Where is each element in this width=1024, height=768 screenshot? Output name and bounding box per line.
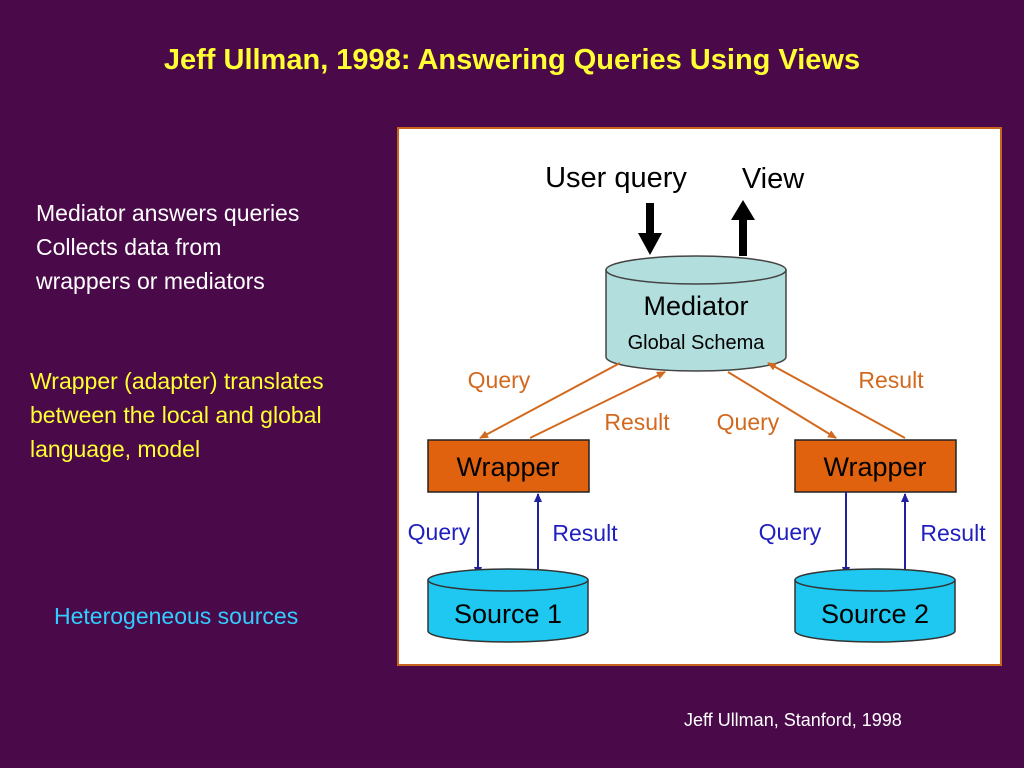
slide-title: Jeff Ullman, 1998: Answering Queries Usi… (163, 44, 861, 76)
wrapper-note-line: between the local and global (30, 402, 322, 428)
source2-query-label: Query (759, 519, 822, 545)
view-label: View (742, 163, 805, 195)
user-query-label: User query (545, 162, 687, 194)
source1-cylinder (427, 568, 589, 643)
mediator-cylinder (605, 255, 787, 372)
wrapper-notes: Wrapper (adapter) translates between the… (30, 364, 324, 466)
source2-result-label: Result (920, 520, 986, 546)
source1-label: Source 1 (454, 599, 562, 629)
view-arrow (731, 200, 755, 256)
mediator-note-line: Collects data from (36, 234, 222, 260)
result-label-right: Result (858, 367, 924, 393)
query-arrow-right (727, 371, 837, 439)
source1-result-label: Result (552, 520, 618, 546)
result-label-left: Result (604, 409, 670, 435)
wrapper-box-right (794, 439, 957, 493)
heterogeneous-sources-note: Heterogeneous sources (54, 603, 299, 629)
user-query-arrow (638, 203, 662, 255)
wrapper-box-left (427, 439, 590, 493)
mediator-notes: Mediator answers queries Collects data f… (36, 196, 299, 298)
result-arrow-right (767, 362, 906, 439)
query-label-right: Query (717, 409, 780, 435)
wrapper-label-right: Wrapper (823, 452, 926, 482)
source1-query-label: Query (408, 519, 471, 545)
source2-cylinder (794, 568, 956, 643)
result-arrow-left (529, 371, 666, 439)
wrapper-note-line: language, model (30, 436, 201, 462)
query-label-left: Query (468, 367, 531, 393)
footer-credit: Jeff Ullman, Stanford, 1998 (684, 710, 902, 730)
source2-label: Source 2 (821, 599, 929, 629)
global-schema-label: Global Schema (628, 332, 766, 354)
mediator-note-line: Mediator answers queries (36, 200, 300, 226)
mediator-note-line: wrappers or mediators (36, 268, 265, 294)
mediator-label: Mediator (643, 291, 748, 321)
wrapper-note-line: Wrapper (adapter) translates (30, 368, 324, 394)
query-arrow-left (479, 362, 621, 439)
wrapper-label-left: Wrapper (456, 452, 559, 482)
